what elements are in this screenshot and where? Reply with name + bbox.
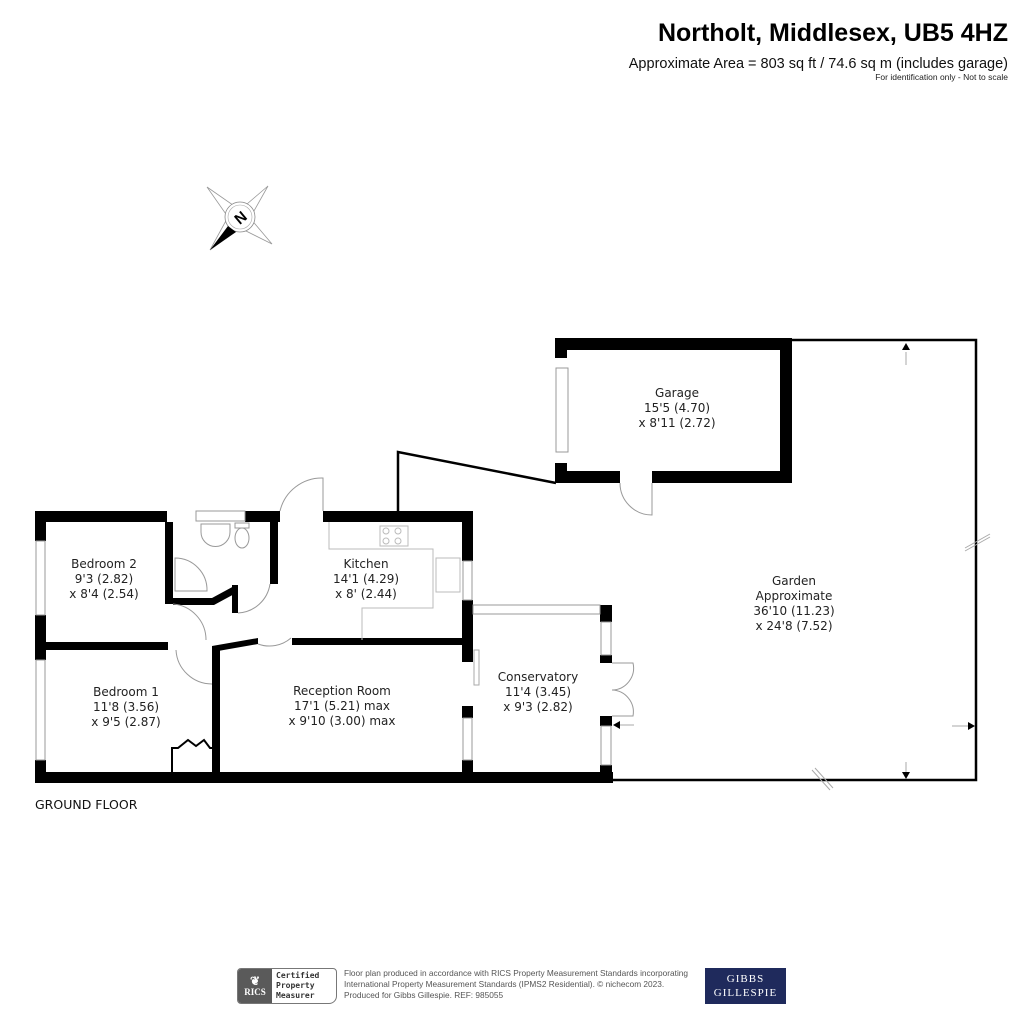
room-dimension: 17'1 (5.21) max: [293, 699, 391, 713]
room-bedroom-2: Bedroom 2 9'3 (2.82) x 8'4 (2.54): [69, 557, 138, 602]
garage-walls: [555, 338, 792, 483]
room-dimension: 11'8 (3.56): [92, 700, 160, 714]
room-subtitle: Approximate: [755, 589, 833, 603]
room-dimension: x 9'10 (3.00) max: [288, 714, 396, 728]
room-garden: Garden Approximate 36'10 (11.23) x 24'8 …: [753, 574, 834, 634]
footer-line: Floor plan produced in accordance with R…: [344, 968, 689, 978]
approximate-area: Approximate Area = 803 sq ft / 74.6 sq m…: [628, 56, 1008, 72]
garden-boundary: [396, 338, 978, 782]
house-walls: [35, 511, 613, 783]
rics-lion-icon: ❦: [249, 974, 261, 988]
room-name: Garden: [772, 574, 816, 588]
property-address-title: Northolt, Middlesex, UB5 4HZ: [657, 19, 1008, 47]
room-dimension: x 9'5 (2.87): [91, 715, 161, 729]
room-name: Bedroom 1: [93, 685, 159, 699]
rics-cert-line: Certified: [276, 971, 320, 980]
header: Northolt, Middlesex, UB5 4HZ Approximate…: [629, 18, 1008, 82]
room-name: Bedroom 2: [71, 557, 137, 571]
room-dimension: x 8'4 (2.54): [69, 587, 139, 601]
room-kitchen: Kitchen 14'1 (4.29) x 8' (2.44): [333, 557, 399, 602]
brand-line: GIBBS: [726, 973, 765, 985]
rics-cert-line: Property: [276, 981, 315, 990]
room-name: Reception Room: [293, 684, 391, 698]
room-dimension: x 24'8 (7.52): [755, 619, 833, 633]
door-swings: [172, 477, 635, 717]
rics-certified-badge: ❦ RICS Certified Property Measurer: [237, 968, 337, 1004]
boundary-break-marks: [811, 533, 991, 791]
room-name: Conservatory: [497, 670, 579, 684]
footer-line: International Property Measurement Stand…: [344, 979, 665, 989]
garage-door-swing: [619, 482, 653, 516]
room-name: Kitchen: [343, 557, 389, 571]
garden-extent-arrows: [613, 343, 975, 779]
windows: [35, 510, 612, 766]
conservatory-sliding-door: [473, 649, 480, 686]
room-dimension: x 8'11 (2.72): [638, 416, 716, 430]
rics-cert-line: Measurer: [276, 991, 315, 1000]
rics-cert-text: Certified Property Measurer: [272, 969, 323, 1003]
bathroom-fixtures: [174, 522, 250, 592]
room-name: Garage: [655, 386, 699, 400]
room-garage: Garage 15'5 (4.70) x 8'11 (2.72): [638, 386, 715, 431]
kitchen-units: [328, 522, 461, 640]
rics-logo-text: RICS: [244, 987, 266, 997]
room-dimension: 15'5 (4.70): [643, 401, 711, 415]
room-dimension: 36'10 (11.23): [753, 604, 835, 618]
room-bedroom-1: Bedroom 1 11'8 (3.56) x 9'5 (2.87): [91, 685, 160, 730]
brand-line: GILLESPIE: [713, 987, 778, 999]
room-conservatory: Conservatory 11'4 (3.45) x 9'3 (2.82): [498, 670, 578, 715]
compass-north-icon: N: [206, 185, 273, 251]
rics-logo: ❦ RICS: [238, 969, 272, 1003]
disclaimer-note: For identification only - Not to scale: [875, 72, 1008, 82]
room-reception: Reception Room 17'1 (5.21) max x 9'10 (3…: [289, 684, 396, 729]
room-dimension: 11'4 (3.45): [504, 685, 572, 699]
footer-line: Produced for Gibbs Gillespie. REF: 98505…: [344, 990, 504, 1000]
room-dimension: x 8' (2.44): [335, 587, 397, 601]
footer-disclaimer: Floor plan produced in accordance with R…: [344, 968, 704, 1001]
room-dimension: 14'1 (4.29): [332, 572, 400, 586]
room-dimension: x 9'3 (2.82): [503, 700, 573, 714]
wardrobe: [171, 738, 212, 773]
gibbs-gillespie-logo: GIBBS GILLESPIE: [705, 968, 786, 1004]
floor-label: GROUND FLOOR: [35, 797, 138, 812]
room-dimension: 9'3 (2.82): [74, 572, 134, 586]
garage-window: [555, 367, 569, 453]
